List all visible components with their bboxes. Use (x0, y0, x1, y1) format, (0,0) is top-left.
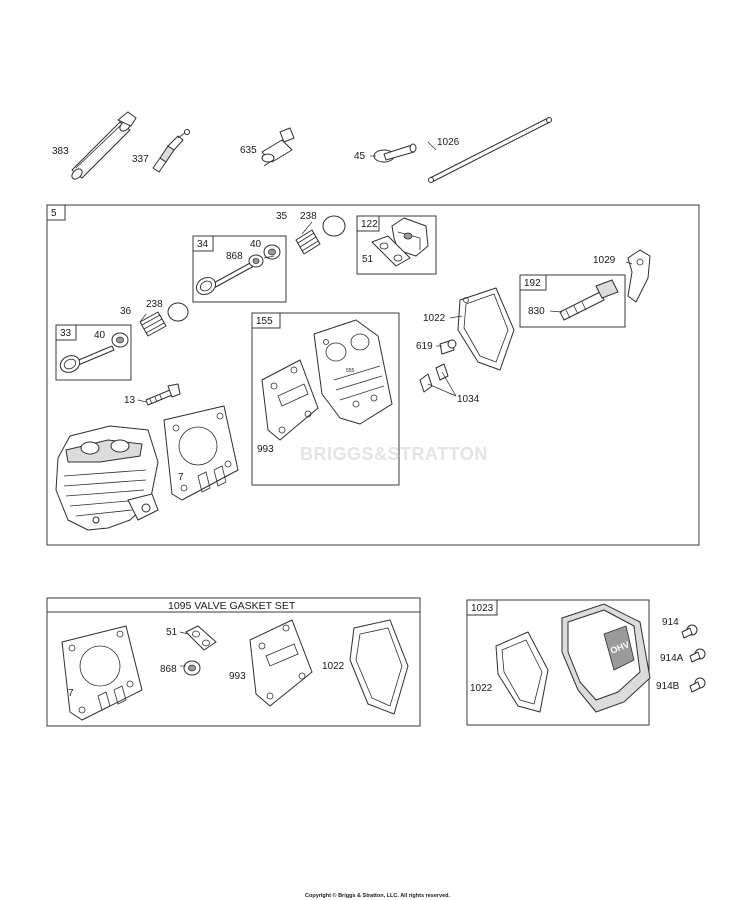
callout-914a: 914A (660, 653, 684, 664)
part-635-breather-valve (261, 127, 295, 167)
part-914b-screw (689, 677, 706, 693)
part-993-intake-gasket-set (249, 619, 313, 707)
kit-box-192-label: 192 (524, 278, 541, 289)
callout-914: 914 (662, 617, 679, 628)
kit-box-122 (356, 215, 437, 275)
callout-40-lower: 40 (94, 330, 106, 341)
callout-868-lower: 868 (160, 664, 177, 675)
part-868-valve-stem-seal (248, 254, 264, 268)
kit-box-34 (192, 235, 287, 303)
gasket-mark-text: 555 (346, 368, 355, 374)
part-51-gasket (371, 235, 411, 267)
part-337-spark-plug (152, 129, 190, 173)
part-36-valve-spring (139, 311, 167, 337)
part-rocker-stud-bracket (391, 217, 429, 257)
kit-box-5-tag (46, 204, 66, 221)
part-383-breather-tube (71, 111, 137, 180)
part-7-head-gasket-set (61, 625, 143, 721)
kit-box-155 (251, 312, 400, 486)
part-40-valve-retainer (263, 244, 281, 260)
callout-1029: 1029 (593, 255, 616, 266)
kit-box-1095-label: 1095 VALVE GASKET SET (168, 600, 296, 612)
part-rocker-cover: OHV (561, 603, 651, 713)
callout-993-upper: 993 (257, 444, 274, 455)
callout-619: 619 (416, 341, 433, 352)
callout-7-lower: 7 (68, 688, 74, 699)
kit-box-5-label: 5 (51, 208, 57, 219)
kit-box-155-tag (251, 312, 281, 329)
callout-45: 45 (354, 151, 366, 162)
part-1022-rocker-cover-gasket (457, 287, 515, 371)
part-35-valve-spring (295, 229, 321, 255)
part-7-head-gasket (163, 405, 239, 501)
callout-51-upper: 51 (362, 254, 374, 265)
callout-labels: 383 337 635 45 1026 35 238 868 40 51 102… (52, 137, 684, 699)
kit-box-1095 (46, 597, 421, 727)
part-238-spring-cap-lower (167, 302, 189, 322)
part-13-head-bolt (145, 383, 181, 406)
kit-box-34-tag (192, 235, 214, 252)
part-1022-cover-gasket-kit (495, 631, 549, 713)
callout-1022-set: 1022 (322, 661, 345, 672)
kit-box-155-label: 155 (256, 316, 273, 327)
callout-830: 830 (528, 306, 545, 317)
kit-box-192-tag (519, 274, 547, 291)
part-619-screw (439, 339, 457, 355)
callout-1022-upper: 1022 (423, 313, 446, 324)
part-1034-clips (419, 363, 449, 393)
callout-337: 337 (132, 154, 149, 165)
callout-993-lower: 993 (229, 671, 246, 682)
part-1026-push-rod (428, 117, 552, 183)
kit-box-titles: 5 34 33 122 155 192 1095 VALVE GASKET SE… (51, 208, 541, 614)
kit-box-122-tag (356, 215, 380, 232)
callout-35: 35 (276, 211, 288, 222)
kit-box-192 (519, 274, 626, 328)
kit-box-33-label: 33 (60, 328, 72, 339)
callout-13: 13 (124, 395, 136, 406)
watermark: BRIGGS&STRATTON (300, 444, 488, 464)
part-1022-cover-gasket-set (349, 619, 409, 715)
callout-40-upper: 40 (250, 239, 262, 250)
kit-box-33-tag (55, 324, 77, 341)
callout-36: 36 (120, 306, 132, 317)
part-914-screw (681, 624, 698, 639)
part-993-intake-gasket (261, 359, 319, 441)
callout-635: 635 (240, 145, 257, 156)
part-914a-screw (689, 648, 706, 663)
callout-1034: 1034 (457, 394, 480, 405)
kit-box-1023-label: 1023 (471, 603, 494, 614)
part-868-seal-set (183, 660, 201, 676)
callout-868-upper: 868 (226, 251, 243, 262)
part-40-valve-retainer-lower (111, 332, 129, 348)
kit-box-122-label: 122 (361, 219, 378, 230)
callout-7-upper: 7 (178, 472, 184, 483)
part-45-valve-guide (373, 143, 417, 163)
kit-box-33 (55, 324, 132, 381)
callout-238-upper: 238 (300, 211, 317, 222)
kit-box-1023-tag (466, 599, 498, 616)
kit-box-34-label: 34 (197, 239, 209, 250)
callout-383: 383 (52, 146, 69, 157)
callout-51-lower: 51 (166, 627, 178, 638)
part-cylinder-head (55, 425, 159, 531)
part-51-gasket-set (185, 625, 217, 651)
part-238-spring-cap (322, 215, 346, 237)
copyright-notice: Copyright © Briggs & Stratton, LLC. All … (305, 892, 451, 899)
kit-box-5 (46, 204, 700, 546)
part-head-cover-gasket-plate: 555 (313, 319, 393, 425)
kit-box-1023 (466, 599, 650, 726)
callout-238-lower: 238 (146, 299, 163, 310)
leader-lines (137, 141, 633, 667)
part-intake-valve (59, 345, 115, 373)
part-exhaust-valve (195, 261, 255, 296)
callout-1026: 1026 (437, 137, 460, 148)
callout-1022-kit: 1022 (470, 683, 493, 694)
part-830-rocker-stud (559, 279, 619, 321)
part-1029-rocker-arm (627, 249, 651, 303)
callout-914b: 914B (656, 681, 680, 692)
